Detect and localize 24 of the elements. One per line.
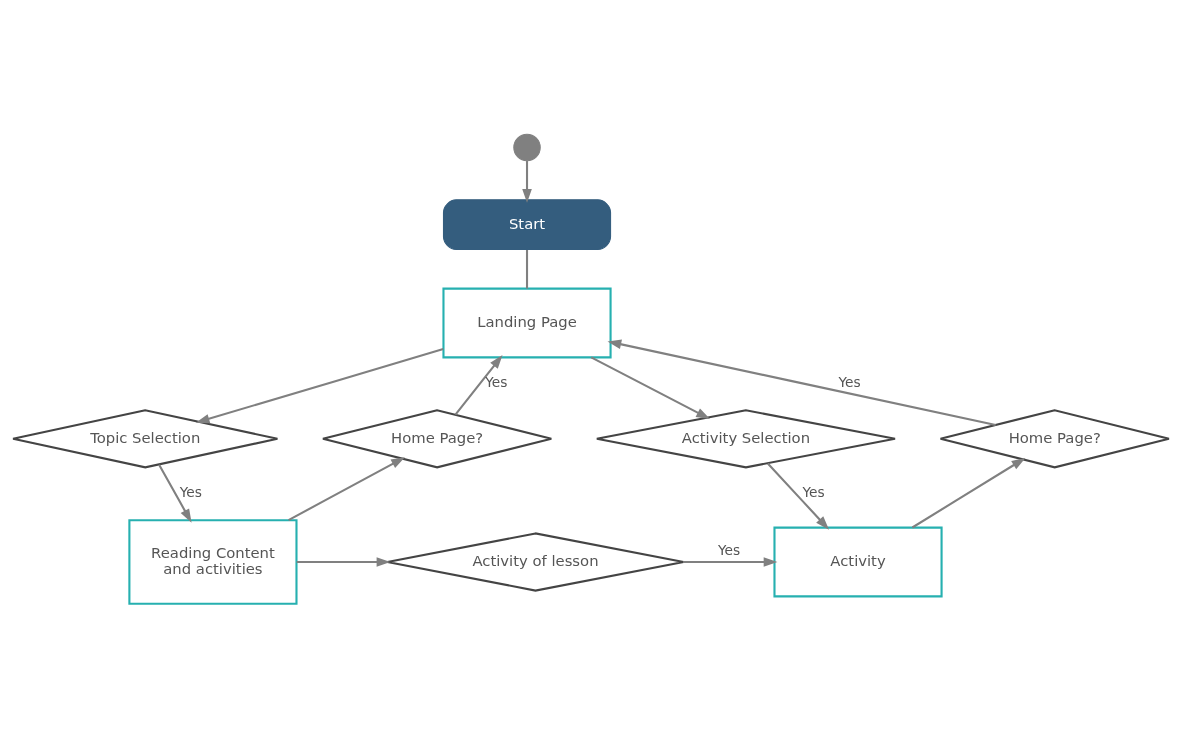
node-diamond: Activity of lesson	[386, 532, 685, 592]
arrow	[288, 457, 405, 522]
edge-label: Yes	[179, 484, 202, 501]
arrow	[522, 160, 532, 203]
edge-label: Yes	[485, 374, 508, 391]
node-box: Landing Page	[442, 287, 612, 359]
edge-label: Yes	[838, 374, 861, 391]
connector	[525, 250, 529, 289]
arrow	[683, 557, 778, 567]
arrow	[590, 356, 710, 420]
node-diamond: Topic Selection	[12, 409, 279, 469]
arrow	[158, 464, 192, 523]
edge-label: Yes	[717, 542, 741, 559]
node-box: Start	[442, 199, 612, 251]
node-box: Activity	[773, 526, 943, 598]
arrow	[296, 557, 391, 567]
edge-label: Yes	[802, 484, 825, 501]
arrow	[454, 355, 503, 416]
node-box: Reading Content and activities	[128, 519, 298, 605]
arrow	[767, 462, 830, 530]
arrow	[911, 457, 1026, 529]
arrow	[607, 339, 996, 427]
arrow	[195, 348, 444, 424]
node-circle	[513, 133, 541, 162]
